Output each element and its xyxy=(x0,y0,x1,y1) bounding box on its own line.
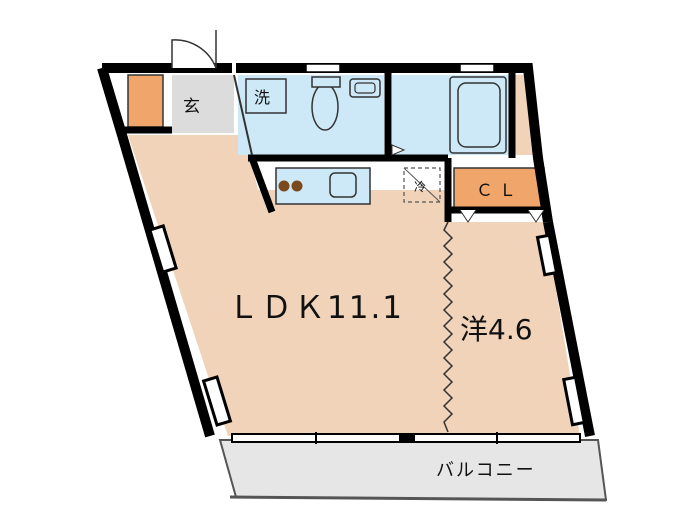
window-left-upper xyxy=(148,224,178,274)
balcony-rail xyxy=(229,495,607,502)
closet-door-right[interactable] xyxy=(527,209,545,223)
window-left-lower xyxy=(201,375,233,427)
label-washroom: 洗 xyxy=(254,88,270,107)
folding-partition[interactable] xyxy=(442,221,454,433)
label-balcony: バルコニー xyxy=(436,460,536,481)
fridge-cross xyxy=(403,167,441,203)
kitchen-sink xyxy=(329,172,357,198)
label-entrance: 玄 xyxy=(183,97,200,117)
toilet-tank xyxy=(311,76,341,88)
inner-walls xyxy=(118,70,548,222)
label-western-room: 洋4.6 xyxy=(460,313,533,346)
label-ldk: ＬＤＫ11.1 xyxy=(228,290,404,326)
window-top-bath xyxy=(459,63,495,73)
toilet xyxy=(311,83,339,131)
shoe-cabinet xyxy=(127,74,164,128)
balcony-sash xyxy=(231,432,581,444)
label-closet: ＣＬ xyxy=(476,181,522,201)
label-fridge: 冷 xyxy=(414,180,426,194)
washroom-door[interactable] xyxy=(391,144,406,156)
closet-door-left[interactable] xyxy=(459,209,477,223)
fridge-space xyxy=(403,167,441,203)
washing-machine-space xyxy=(245,78,287,114)
window-right-upper xyxy=(535,233,559,277)
entrance-area xyxy=(172,75,234,133)
floor-area xyxy=(128,135,580,436)
stove-burner xyxy=(278,180,290,192)
window-right-lower xyxy=(561,375,587,427)
entrance-door[interactable] xyxy=(171,39,217,69)
stove-burner xyxy=(291,180,303,192)
entrance-divider xyxy=(233,74,253,156)
balcony-area xyxy=(218,439,608,502)
window-top-washroom xyxy=(305,63,341,73)
